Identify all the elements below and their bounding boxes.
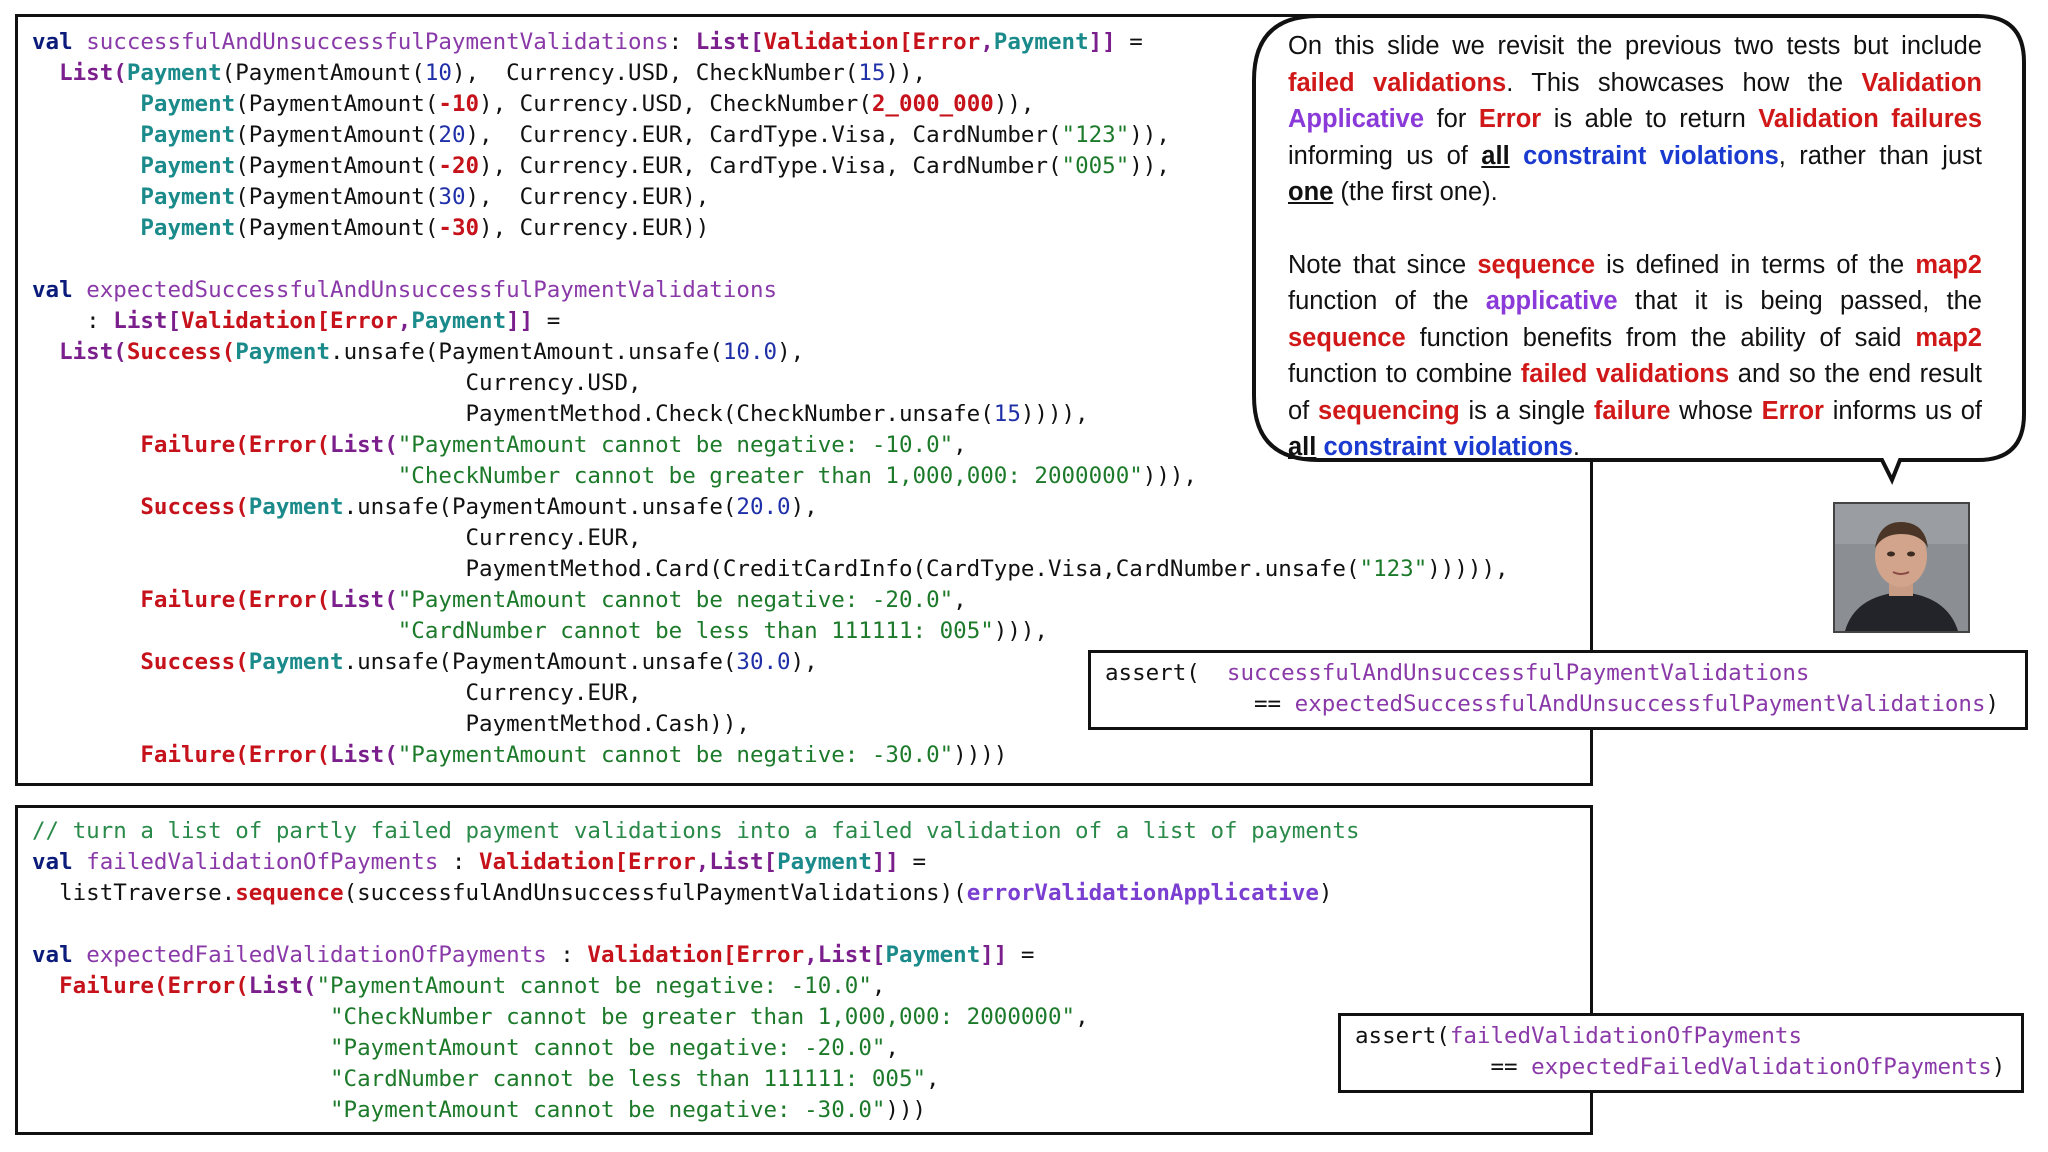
code-line: Currency.EUR, (32, 680, 642, 706)
code-line: : List[Validation[Error,Payment]] = (32, 308, 561, 334)
code-line: Payment(PaymentAmount(20), Currency.EUR,… (140, 122, 1170, 148)
assert-code-1: assert( successfulAndUnsuccessfulPayment… (1105, 658, 1999, 720)
code-block-top: val successfulAndUnsuccessfulPaymentVali… (32, 27, 1509, 771)
code-line: "CheckNumber cannot be greater than 1,00… (397, 463, 1197, 489)
code-line: "PaymentAmount cannot be negative: -20.0… (330, 1035, 899, 1061)
code-line: == expectedSuccessfulAndUnsuccessfulPaym… (1105, 691, 2000, 717)
code-line: List(Payment(PaymentAmount(10), Currency… (59, 60, 927, 86)
code-line: "PaymentAmount cannot be negative: -30.0… (330, 1097, 927, 1123)
explanation-paragraph-1: On this slide we revisit the previous tw… (1288, 32, 1982, 206)
code-line: Failure(Error(List("PaymentAmount cannot… (59, 973, 886, 999)
code-line: "CardNumber cannot be less than 111111: … (397, 618, 1048, 644)
code-line: val expectedSuccessfulAndUnsuccessfulPay… (32, 277, 778, 303)
code-line: Success(Payment.unsafe(PaymentAmount.uns… (140, 649, 818, 675)
code-line: "CheckNumber cannot be greater than 1,00… (330, 1004, 1089, 1030)
code-line: "CardNumber cannot be less than 111111: … (330, 1066, 940, 1092)
explanation-text: On this slide we revisit the previous tw… (1288, 28, 1982, 466)
assert-box-2: assert(failedValidationOfPayments == exp… (1338, 1013, 2024, 1093)
code-line: Currency.USD, (32, 370, 642, 396)
code-line: PaymentMethod.Check(CheckNumber.unsafe(1… (32, 401, 1089, 427)
code-line: List(Success(Payment.unsafe(PaymentAmoun… (59, 339, 805, 365)
explanation-paragraph-2: Note that since sequence is defined in t… (1288, 250, 1982, 462)
code-line: == expectedFailedValidationOfPayments) (1355, 1054, 2006, 1080)
presenter-avatar (1833, 502, 1970, 633)
code-line: val failedValidationOfPayments : Validat… (32, 849, 927, 875)
code-line: Failure(Error(List("PaymentAmount cannot… (140, 587, 967, 613)
code-line: Failure(Error(List("PaymentAmount cannot… (140, 742, 1008, 768)
code-line: Failure(Error(List("PaymentAmount cannot… (140, 432, 967, 458)
code-line: Success(Payment.unsafe(PaymentAmount.uns… (140, 494, 818, 520)
assert-box-1: assert( successfulAndUnsuccessfulPayment… (1088, 650, 2028, 730)
code-line: PaymentMethod.Cash)), (32, 711, 750, 737)
assert-code-2: assert(failedValidationOfPayments == exp… (1355, 1021, 2005, 1083)
code-line: val successfulAndUnsuccessfulPaymentVali… (32, 29, 1143, 55)
code-panel-bottom: // turn a list of partly failed payment … (15, 805, 1593, 1135)
code-line: assert(failedValidationOfPayments (1355, 1023, 1803, 1049)
code-line: Payment(PaymentAmount(30), Currency.EUR)… (140, 184, 710, 210)
code-block-bottom: // turn a list of partly failed payment … (32, 816, 1360, 1126)
code-line: val expectedFailedValidationOfPayments :… (32, 942, 1035, 968)
code-line: assert( successfulAndUnsuccessfulPayment… (1105, 660, 1810, 686)
code-line: Payment(PaymentAmount(-20), Currency.EUR… (140, 153, 1170, 179)
code-line: listTraverse.sequence(successfulAndUnsuc… (32, 880, 1333, 906)
code-line: Currency.EUR, (32, 525, 642, 551)
code-line: Payment(PaymentAmount(-30), Currency.EUR… (140, 215, 710, 241)
code-line: Payment(PaymentAmount(-10), Currency.USD… (140, 91, 1035, 117)
code-line: PaymentMethod.Card(CreditCardInfo(CardTy… (32, 556, 1509, 582)
code-comment: // turn a list of partly failed payment … (32, 818, 1360, 844)
person-photo-icon (1835, 504, 1968, 631)
